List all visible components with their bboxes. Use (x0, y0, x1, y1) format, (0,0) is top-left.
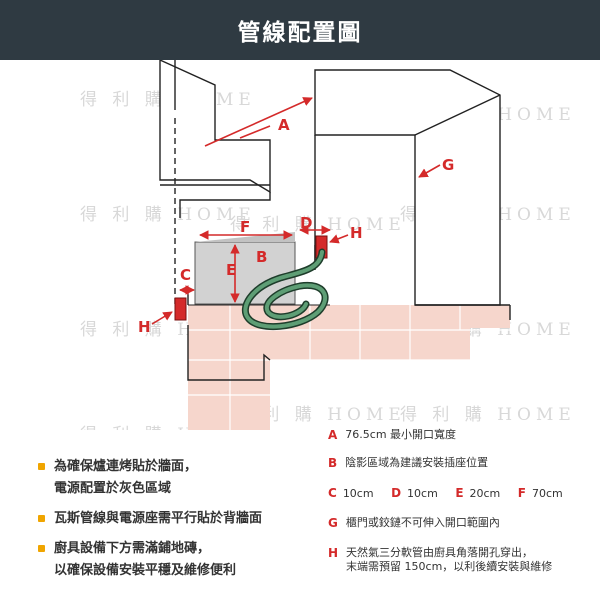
note-line: 廚具設備下方需滿鋪地磚， (54, 541, 211, 556)
legend-line: 末端需預留 150cm，以利後續安裝與維修 (346, 560, 553, 573)
dimension-arrows (151, 97, 441, 325)
legend-key: H (328, 546, 339, 560)
legend-text: 天然氣三分軟管由廚具角落開孔穿出，末端需預留 150cm，以利後續安裝與維修 (346, 546, 552, 574)
watermark-text: 得 利 購 HOME (80, 425, 256, 430)
dim-C: C 10cm (328, 486, 374, 500)
installation-notes: 為確保爐連烤貼於牆面， 電源配置於灰色區域 瓦斯管線與電源座需平行貼於背牆面 廚… (38, 456, 308, 590)
page-title: 管線配置圖 (237, 20, 363, 46)
note-item: 為確保爐連烤貼於牆面， 電源配置於灰色區域 (38, 456, 308, 500)
legend-value: 10cm (342, 487, 374, 500)
note-item: 廚具設備下方需滿鋪地磚， 以確保設備安裝平穩及維修便利 (38, 538, 308, 582)
label-D: D (300, 214, 312, 232)
legend-key: C (328, 486, 337, 500)
note-line: 為確保爐連烤貼於牆面， (54, 459, 198, 474)
left-counter (159, 60, 271, 381)
legend-value: 70cm (531, 487, 563, 500)
legend-row-A: A 76.5cm 最小開口寬度 (328, 428, 456, 442)
legend-row-B: B 陰影區域為建議安裝插座位置 (328, 456, 488, 470)
legend-key: D (391, 486, 402, 500)
legend-line: 天然氣三分軟管由廚具角落開孔穿出， (346, 546, 534, 559)
legend-key: A (328, 428, 338, 442)
legend-row-H: H 天然氣三分軟管由廚具角落開孔穿出，末端需預留 150cm，以利後續安裝與維修 (328, 546, 552, 574)
note-line: 瓦斯管線與電源座需平行貼於背牆面 (54, 511, 263, 526)
label-B: B (256, 248, 267, 266)
watermark-text: 得 利 購 HOME (230, 405, 406, 425)
watermark-text: 得 利 購 HOME (80, 205, 256, 225)
label-F: F (240, 218, 250, 236)
legend-key: F (517, 486, 526, 500)
watermarks: 得 利 購 HOME 得 利 購 HOME 得 利 購 HOME 得 利 購 H… (80, 90, 576, 430)
header-bar: 管線配置圖 (0, 0, 600, 60)
diagram-labels: A B C D E F G H H (138, 116, 454, 336)
dim-E: E 20cm (455, 486, 500, 500)
note-line: 電源配置於灰色區域 (54, 481, 172, 496)
right-cabinet (314, 69, 511, 320)
legend-value: 20cm (469, 487, 501, 500)
label-H-right: H (350, 224, 363, 242)
bullet-icon (38, 545, 45, 552)
label-E: E (226, 261, 236, 279)
legend-row-dimensions: C 10cm D 10cm E 20cm F 70cm (328, 486, 577, 500)
legend-key: B (328, 456, 338, 470)
label-H-left: H (138, 318, 151, 336)
legend-text: 櫃門或鉸鏈不可伸入開口範圍內 (345, 516, 500, 529)
note-item: 瓦斯管線與電源座需平行貼於背牆面 (38, 508, 308, 530)
note-line: 以確保設備安裝平穩及維修便利 (54, 563, 237, 578)
pipe-layout-diagram: 得 利 購 HOME 得 利 購 HOME 得 利 購 HOME 得 利 購 H… (0, 60, 600, 430)
legend-key: E (455, 486, 464, 500)
label-C: C (180, 266, 191, 284)
legend-text: 陰影區域為建議安裝插座位置 (345, 456, 489, 469)
watermark-text: 得 利 購 HOME (400, 405, 576, 425)
floor-tiles (188, 305, 510, 430)
legend-value: 10cm (407, 487, 438, 500)
watermark-text: 得 利 購 HOME (230, 215, 406, 235)
dim-D: D 10cm (391, 486, 438, 500)
gas-hose (241, 248, 329, 331)
dim-F: F 70cm (518, 486, 563, 500)
legend-row-G: G 櫃門或鉸鏈不可伸入開口範圍內 (328, 516, 500, 530)
legend-key: G (328, 516, 338, 530)
legend-text: 76.5cm 最小開口寬度 (345, 428, 457, 441)
gas-pipe-hole-left (174, 297, 187, 321)
label-A: A (278, 116, 290, 134)
bullet-icon (38, 515, 45, 522)
bullet-icon (38, 463, 45, 470)
label-G: G (442, 156, 454, 174)
